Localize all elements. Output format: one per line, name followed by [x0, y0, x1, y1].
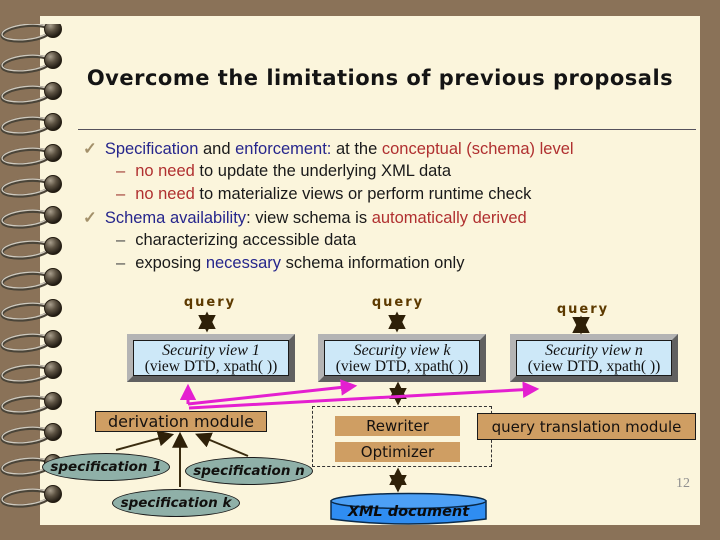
bullet-text: automatically derived [371, 209, 527, 227]
bullet-text: characterizing accessible data [135, 231, 357, 249]
cylinder-icon [330, 492, 487, 525]
query-label: query [371, 295, 425, 310]
bullet-text: no need [135, 162, 200, 180]
bullet-text: enforcement: [235, 140, 332, 158]
bullet-item: ✓ Schema availability: view schema is aut… [83, 208, 527, 228]
dash-icon: – [116, 254, 126, 272]
specification-k-ellipse: specification k [112, 489, 240, 517]
bullet-text: Specification [104, 140, 203, 158]
bullet-item: ✓ Specification and enforcement: at the c… [83, 139, 574, 159]
specification-1-ellipse: specification 1 [42, 453, 170, 481]
specification-n-ellipse: specification n [185, 457, 313, 485]
bullet-text: necessary [205, 254, 282, 272]
bullet-item: –characterizing accessible data [116, 231, 356, 250]
security-view-title: Security view k [353, 341, 451, 359]
bullet-text: Schema availability [104, 209, 247, 227]
query-translation-module-box: query translation module [477, 413, 696, 440]
optimizer-box: Optimizer [335, 442, 460, 462]
bullet-text: : view schema is [246, 209, 372, 227]
check-icon: ✓ [83, 140, 97, 158]
security-view-k-inner: Security view k (view DTD, xpath( )) [324, 340, 480, 376]
security-view-1-box: Security view 1 (view DTD, xpath( )) [127, 334, 295, 382]
query-label: query [183, 295, 237, 310]
derivation-module-box: derivation module [95, 411, 267, 432]
bullet-text: at the [331, 140, 382, 158]
security-view-title: Security view n [545, 341, 643, 359]
security-view-1-inner: Security view 1 (view DTD, xpath( )) [133, 340, 289, 376]
bullet-text: conceptual (schema) level [381, 140, 574, 158]
dash-icon: – [116, 231, 126, 249]
security-view-subtitle: (view DTD, xpath( )) [527, 357, 661, 375]
check-icon: ✓ [83, 209, 97, 227]
query-label: query [556, 302, 610, 317]
bullet-item: –no need to materialize views or perform… [116, 185, 531, 204]
dash-icon: – [116, 185, 126, 203]
security-view-n-box: Security view n (view DTD, xpath( )) [510, 334, 678, 382]
rewriter-box: Rewriter [335, 416, 460, 436]
bullet-text: schema information only [281, 254, 465, 272]
xml-document-cylinder: XML document [330, 492, 487, 528]
page-title: Overcome the limitations of previous pro… [86, 66, 674, 90]
bullet-text: to update the underlying XML data [199, 162, 452, 180]
bullet-text: and [202, 140, 236, 158]
bullet-item: –no need to update the underlying XML da… [116, 162, 451, 181]
bullet-text: no need [135, 185, 200, 203]
bullet-item: –exposing necessary schema information o… [116, 254, 464, 273]
page-number: 12 [676, 476, 690, 491]
security-view-k-box: Security view k (view DTD, xpath( )) [318, 334, 486, 382]
bullet-text: exposing [135, 254, 206, 272]
title-divider [78, 129, 696, 130]
bullet-text: to materialize views or perform runtime … [199, 185, 532, 203]
security-view-subtitle: (view DTD, xpath( )) [335, 357, 469, 375]
security-view-title: Security view 1 [162, 341, 260, 359]
security-view-subtitle: (view DTD, xpath( )) [144, 357, 278, 375]
xml-document-label: XML document [347, 504, 470, 520]
security-view-n-inner: Security view n (view DTD, xpath( )) [516, 340, 672, 376]
dash-icon: – [116, 162, 126, 180]
